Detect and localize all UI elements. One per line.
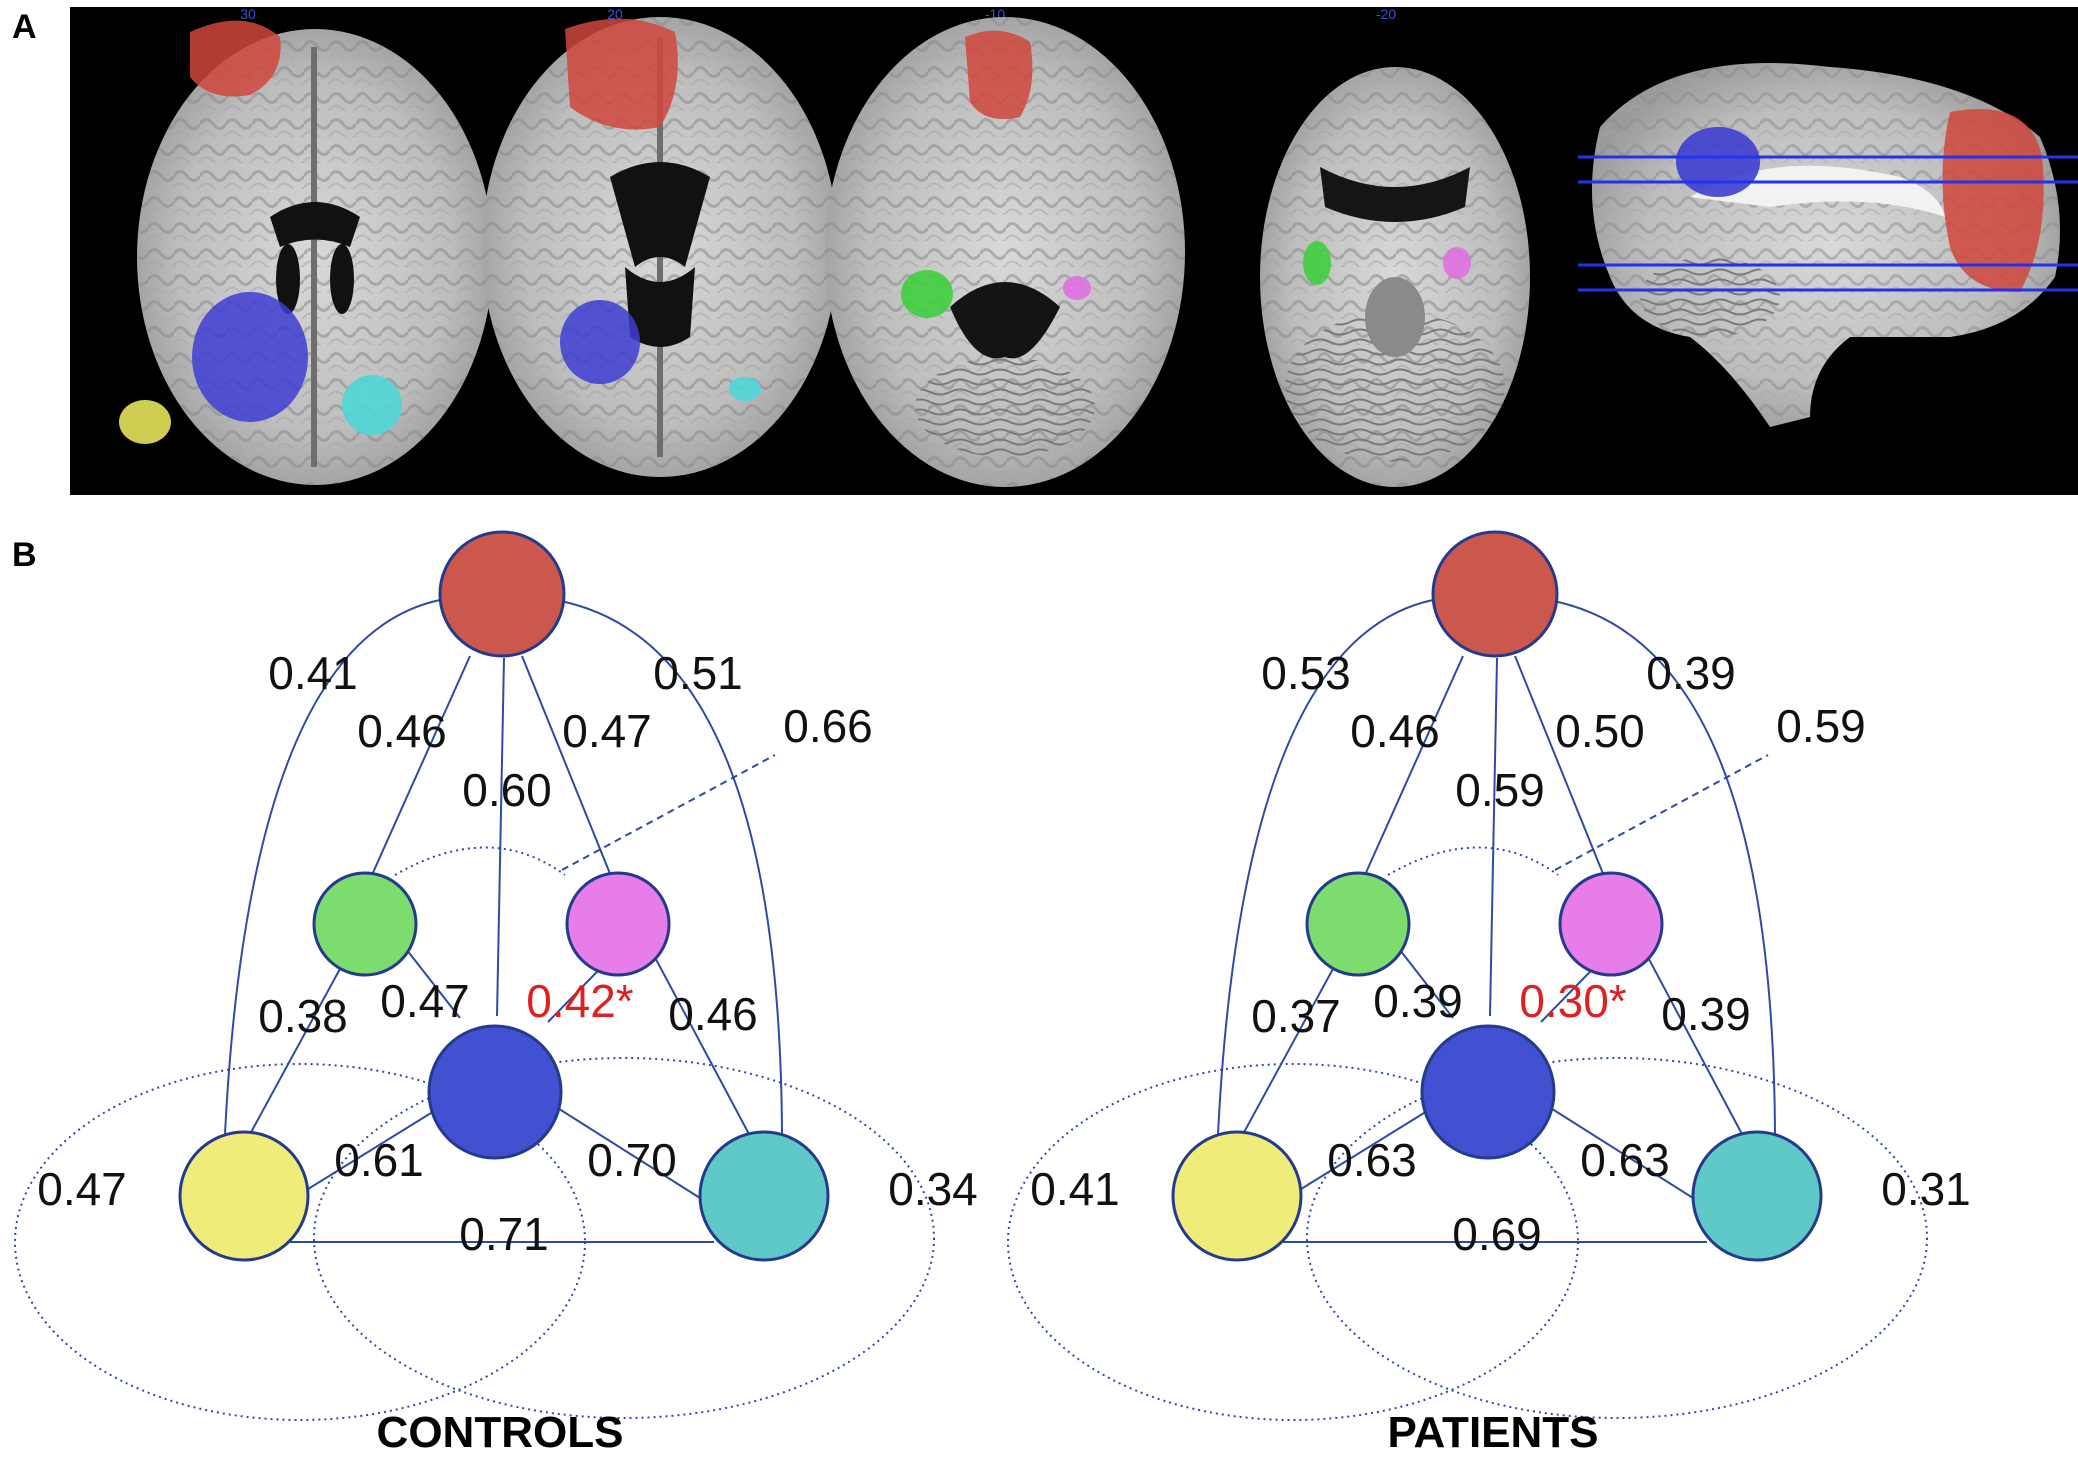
node-blue bbox=[1420, 1024, 1556, 1160]
sagittal-slice bbox=[1578, 63, 2078, 427]
edge-blue-cyan bbox=[544, 1099, 701, 1199]
node-yellow bbox=[1171, 1130, 1303, 1262]
slice-2-label: 20 bbox=[607, 7, 623, 22]
edge-red-magenta bbox=[1514, 655, 1609, 887]
slice-4-label: -20 bbox=[1376, 7, 1396, 22]
weight-yellow-blue: 0.63 bbox=[1327, 1134, 1417, 1186]
axial-slice-1: 30 bbox=[119, 7, 493, 485]
edge-yellow-blue bbox=[1292, 1099, 1446, 1195]
axial-slice-4: -20 bbox=[1260, 7, 1530, 487]
edge-green-yellow bbox=[242, 955, 348, 1148]
roi-red-icon bbox=[1942, 109, 2044, 292]
weight-red-blue: 0.59 bbox=[1455, 764, 1545, 816]
roi-red-icon bbox=[190, 20, 281, 97]
roi-magenta-icon bbox=[1063, 276, 1091, 300]
roi-yellow-icon bbox=[119, 400, 171, 444]
edge-magenta-yellow bbox=[1306, 1057, 1928, 1419]
edge-green-magenta bbox=[1387, 846, 1559, 876]
weight-magenta-yellow: 0.34 bbox=[888, 1163, 978, 1215]
weight-green-yellow: 0.38 bbox=[258, 990, 348, 1042]
panel-a-letter: A bbox=[12, 8, 37, 46]
weight-magenta-cyan: 0.46 bbox=[668, 988, 758, 1040]
node-green bbox=[312, 871, 418, 977]
axial-slice-2: 20 bbox=[482, 7, 838, 477]
weight-magenta-blue: 0.30* bbox=[1519, 975, 1627, 1027]
edge-red-green bbox=[1359, 655, 1464, 887]
green-magenta-callout bbox=[561, 754, 776, 871]
green-magenta-callout bbox=[1554, 754, 1769, 871]
weight-magenta-blue: 0.42* bbox=[526, 975, 634, 1027]
roi-green-icon bbox=[1303, 241, 1331, 285]
edge-magenta-cyan bbox=[649, 947, 751, 1137]
weight-red-cyan: 0.51 bbox=[653, 647, 743, 699]
weight-red-magenta: 0.50 bbox=[1555, 705, 1645, 757]
edge-blue-cyan bbox=[1537, 1099, 1694, 1199]
node-blue bbox=[427, 1024, 563, 1160]
edge-red-cyan bbox=[554, 599, 783, 1137]
weight-green-cyan: 0.47 bbox=[37, 1163, 127, 1215]
weight-red-cyan: 0.39 bbox=[1646, 647, 1736, 699]
axial-slice-3: -10 bbox=[825, 7, 1185, 487]
controls-diagram: 0.41 0.51 0.46 0.47 0.66 0.60 0.38 0.47 … bbox=[14, 530, 978, 1457]
edge-green-yellow bbox=[1235, 955, 1341, 1148]
weight-green-yellow: 0.37 bbox=[1251, 990, 1341, 1042]
weight-green-blue: 0.47 bbox=[380, 975, 470, 1027]
weight-yellow-cyan: 0.69 bbox=[1452, 1208, 1542, 1260]
edge-red-blue bbox=[1489, 657, 1498, 1017]
edge-magenta-yellow bbox=[313, 1057, 935, 1419]
patients-diagram: 0.53 0.39 0.46 0.50 0.59 0.59 0.37 0.39 … bbox=[1007, 530, 1971, 1457]
weight-blue-cyan: 0.63 bbox=[1580, 1134, 1670, 1186]
roi-cyan-icon bbox=[342, 375, 402, 435]
weight-yellow-blue: 0.61 bbox=[334, 1134, 424, 1186]
weight-green-magenta: 0.59 bbox=[1776, 700, 1866, 752]
roi-red-icon bbox=[565, 18, 678, 130]
connectivity-panel: 0.41 0.51 0.46 0.47 0.66 0.60 0.38 0.47 … bbox=[14, 530, 1971, 1457]
roi-red-icon bbox=[965, 30, 1033, 120]
weight-blue-cyan: 0.70 bbox=[587, 1134, 677, 1186]
node-red bbox=[438, 530, 566, 658]
node-yellow bbox=[178, 1130, 310, 1262]
edge-red-cyan bbox=[1547, 599, 1776, 1137]
node-magenta bbox=[1558, 871, 1664, 977]
weight-green-magenta: 0.66 bbox=[783, 700, 873, 752]
edge-green-magenta bbox=[394, 846, 566, 876]
edge-red-yellow bbox=[1217, 599, 1434, 1135]
weight-yellow-cyan: 0.71 bbox=[459, 1208, 549, 1260]
node-cyan bbox=[698, 1130, 830, 1262]
group-label-controls: CONTROLS bbox=[377, 1408, 624, 1457]
weight-green-blue: 0.39 bbox=[1373, 975, 1463, 1027]
weight-red-yellow: 0.41 bbox=[268, 647, 358, 699]
brain-slices-panel: 30 20 -10 -20 bbox=[70, 7, 2078, 495]
weight-red-yellow: 0.53 bbox=[1261, 647, 1351, 699]
node-green bbox=[1305, 871, 1411, 977]
group-label-patients: PATIENTS bbox=[1387, 1408, 1598, 1457]
roi-blue-icon bbox=[560, 300, 640, 384]
roi-cyan-icon bbox=[729, 377, 761, 401]
edge-red-green bbox=[366, 655, 471, 887]
edge-yellow-blue bbox=[299, 1099, 453, 1195]
roi-green-icon bbox=[901, 270, 953, 318]
weight-magenta-cyan: 0.39 bbox=[1661, 988, 1751, 1040]
weight-red-magenta: 0.47 bbox=[562, 705, 652, 757]
panel-b-letter: B bbox=[12, 536, 37, 574]
slice-1-label: 30 bbox=[240, 7, 256, 22]
edge-red-magenta bbox=[521, 655, 616, 887]
weight-green-cyan: 0.41 bbox=[1030, 1163, 1120, 1215]
roi-blue-icon bbox=[192, 292, 308, 422]
node-red bbox=[1431, 530, 1559, 658]
weight-red-green: 0.46 bbox=[1350, 705, 1440, 757]
weight-red-blue: 0.60 bbox=[462, 764, 552, 816]
roi-magenta-icon bbox=[1443, 247, 1471, 279]
edge-red-blue bbox=[496, 657, 505, 1017]
node-magenta bbox=[565, 871, 671, 977]
edge-red-yellow bbox=[224, 599, 441, 1135]
weight-magenta-yellow: 0.31 bbox=[1881, 1163, 1971, 1215]
weight-red-green: 0.46 bbox=[357, 705, 447, 757]
edge-magenta-cyan bbox=[1642, 947, 1744, 1137]
roi-blue-icon bbox=[1676, 127, 1760, 197]
node-cyan bbox=[1691, 1130, 1823, 1262]
